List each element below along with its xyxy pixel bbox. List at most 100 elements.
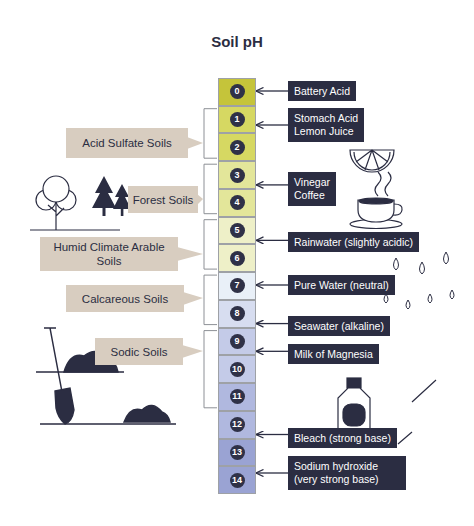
ground-line <box>30 229 120 230</box>
ph-value: 14 <box>230 473 245 488</box>
soil-callout: Humid Climate Arable Soils <box>40 237 178 271</box>
example-text: Seawater (alkaline) <box>294 320 384 333</box>
ph-value: 6 <box>230 251 245 266</box>
ph-scale-cell: 8 <box>218 300 256 328</box>
callout-pointer <box>182 345 203 358</box>
range-bracket <box>204 220 217 269</box>
ph-value: 9 <box>230 334 245 349</box>
lemon-slice <box>350 150 394 172</box>
ph-scale-cell: 6 <box>218 244 256 272</box>
example-label: VinegarCoffee <box>288 172 336 206</box>
ph-scale-cell: 2 <box>218 133 256 161</box>
ph-value: 2 <box>230 140 245 155</box>
soil-type: Acid Sulfate Soils <box>82 136 172 150</box>
coffee-steam <box>375 172 391 196</box>
pointer-arrow <box>256 472 288 473</box>
soil-type: Humid Climate Arable Soils <box>48 240 170 268</box>
accent-line <box>398 380 436 444</box>
water-drop <box>444 252 449 264</box>
pointer-arrow <box>256 184 288 185</box>
pointer-arrow <box>256 124 288 125</box>
soil-callout: Sodic Soils <box>95 338 183 365</box>
example-text: Bleach (strong base) <box>294 432 391 445</box>
soil-callout: Forest Soils <box>128 186 198 213</box>
pointer-arrow <box>256 434 288 435</box>
ph-value: 11 <box>230 389 245 404</box>
shovel-handle <box>44 328 62 392</box>
example-label: Seawater (alkaline) <box>288 316 390 336</box>
pointer-arrow <box>256 284 288 285</box>
example-label: Stomach AcidLemon Juice <box>288 108 364 142</box>
ph-scale-cell: 14 <box>218 466 256 494</box>
soil-type: Forest Soils <box>133 193 194 207</box>
ph-value: 1 <box>230 112 245 127</box>
example-label: Pure Water (neutral) <box>288 275 395 295</box>
ph-value: 7 <box>230 278 245 293</box>
callout-pointer <box>187 137 203 149</box>
example-label: Sodium hydroxide (very strong base) <box>288 456 406 490</box>
pointer-arrow <box>256 323 288 324</box>
bottle-cap <box>347 378 361 388</box>
example-text: Stomach Acid <box>294 112 358 125</box>
ph-value: 10 <box>230 362 245 377</box>
soil-callout: Acid Sulfate Soils <box>66 128 188 158</box>
soil-type: Calcareous Soils <box>82 292 168 306</box>
coffee-surface <box>359 198 393 204</box>
tree-trunk <box>48 202 64 230</box>
cup-handle <box>393 204 402 215</box>
ph-scale-cell: 0 <box>218 78 256 106</box>
ph-value: 3 <box>230 168 245 183</box>
water-drop <box>384 294 388 303</box>
example-text: Coffee <box>294 189 330 202</box>
ph-scale-cell: 4 <box>218 189 256 217</box>
example-text: Milk of Magnesia <box>294 348 373 361</box>
callout-pointer <box>177 247 203 261</box>
example-text: Vinegar <box>294 176 330 189</box>
pointer-arrow <box>256 90 288 91</box>
tree-crown <box>43 176 69 202</box>
pointer-arrow <box>256 240 288 241</box>
ph-scale-cell: 7 <box>218 272 256 300</box>
water-drop <box>428 294 432 303</box>
example-text: Pure Water (neutral) <box>294 279 389 292</box>
range-bracket <box>204 331 217 408</box>
range-bracket <box>204 164 217 214</box>
soil-type: Sodic Soils <box>111 345 168 359</box>
example-text: Rainwater (slightly acidic) <box>294 236 413 249</box>
diagram-title: Soil pH <box>0 33 474 50</box>
ph-value: 12 <box>230 417 245 432</box>
ph-scale-cell: 12 <box>218 411 256 439</box>
lemon-segments <box>354 150 390 170</box>
example-text: Lemon Juice <box>294 125 358 138</box>
ph-scale-cell: 1 <box>218 106 256 134</box>
example-text: Sodium hydroxide (very strong base) <box>294 460 400 486</box>
ph-value: 8 <box>230 306 245 321</box>
example-label: Battery Acid <box>288 81 356 101</box>
ph-value: 4 <box>230 195 245 210</box>
water-drop <box>420 262 425 274</box>
callout-pointer <box>183 292 203 305</box>
ph-scale-cell: 5 <box>218 217 256 245</box>
water-drop <box>394 258 399 270</box>
ph-value: 0 <box>230 84 245 99</box>
pine-trunk <box>121 209 124 216</box>
ph-scale-cell: 13 <box>218 439 256 467</box>
ph-scale-cell: 11 <box>218 383 256 411</box>
example-text: Battery Acid <box>294 85 350 98</box>
ph-scale-cell: 9 <box>218 328 256 356</box>
ph-value: 13 <box>230 445 245 460</box>
example-label: Bleach (strong base) <box>288 428 397 448</box>
example-label: Rainwater (slightly acidic) <box>288 232 419 252</box>
example-label: Milk of Magnesia <box>288 344 379 364</box>
ph-scale-cell: 3 <box>218 161 256 189</box>
range-bracket <box>204 275 217 325</box>
ground-line <box>36 372 176 424</box>
ph-scale-cell: 10 <box>218 355 256 383</box>
ph-value: 5 <box>230 223 245 238</box>
bottle-label <box>343 404 365 426</box>
pointer-arrow <box>256 351 288 352</box>
range-bracket <box>204 109 217 159</box>
soil-callout: Calcareous Soils <box>66 285 184 312</box>
